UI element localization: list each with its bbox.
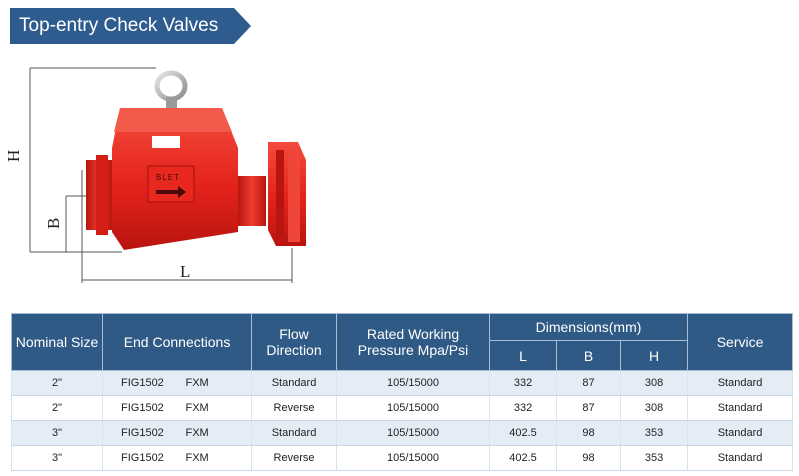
header-dim-b: B — [556, 340, 622, 371]
cell-flow: Reverse — [251, 445, 338, 471]
cell-pressure: 105/15000 — [336, 445, 491, 471]
cell-pressure: 105/15000 — [336, 420, 491, 446]
header-dimensions: Dimensions(mm) — [489, 313, 689, 341]
dimension-lines — [29, 67, 293, 283]
cell-pressure: 105/15000 — [336, 370, 491, 396]
cell-service: Standard — [687, 370, 794, 396]
page-title: Top-entry Check Valves — [19, 15, 219, 36]
dimension-l-label: L — [180, 262, 190, 281]
cell-dim-h: 308 — [620, 370, 689, 396]
cell-size: 3" — [11, 445, 103, 471]
cell-dim-b: 87 — [556, 395, 622, 421]
cell-end: FXM — [179, 395, 253, 421]
cell-end: FXM — [179, 420, 253, 446]
header-service: Service — [687, 313, 794, 371]
cell-dim-b: 87 — [556, 370, 622, 396]
table-row: 3" FIG1502 FXM Standard 105/15000 402.5 … — [11, 420, 794, 446]
valve-illustration: BLET — [86, 108, 306, 250]
dimension-b-label: B — [44, 218, 63, 229]
flow-arrow-icon — [156, 186, 186, 198]
header-nominal-size: Nominal Size — [11, 313, 103, 371]
cell-flow: Standard — [251, 420, 338, 446]
cell-end: FXM — [179, 445, 253, 471]
cell-dim-h: 308 — [620, 395, 689, 421]
valve-marking: BLET — [156, 173, 180, 182]
cell-dim-b: 98 — [556, 420, 622, 446]
cell-dim-b: 98 — [556, 445, 622, 471]
cell-flow: Standard — [251, 370, 338, 396]
cell-dim-l: 402.5 — [489, 445, 558, 471]
cell-dim-l: 332 — [489, 395, 558, 421]
cell-dim-h: 353 — [620, 445, 689, 471]
cell-fig: FIG1502 — [102, 420, 180, 446]
cell-service: Standard — [687, 420, 794, 446]
cell-size: 3" — [11, 420, 103, 446]
dimension-h-label: H — [4, 150, 23, 162]
cell-service: Standard — [687, 445, 794, 471]
cell-flow: Reverse — [251, 395, 338, 421]
cell-service: Standard — [687, 395, 794, 421]
header-end-connections: End Connections — [101, 313, 253, 371]
cell-fig: FIG1502 — [102, 395, 180, 421]
cell-size: 2" — [11, 395, 103, 421]
title-banner: Top-entry Check Valves — [10, 8, 251, 44]
cell-size: 2" — [11, 370, 103, 396]
header-rated-pressure: Rated Working Pressure Mpa/Psi — [336, 313, 491, 371]
header-dim-l: L — [489, 340, 558, 371]
cell-fig: FIG1502 — [102, 445, 180, 471]
table-row: 2" FIG1502 FXM Standard 105/15000 332 87… — [11, 370, 794, 396]
cell-dim-l: 402.5 — [489, 420, 558, 446]
lifting-eye — [154, 70, 188, 108]
cell-fig: FIG1502 — [102, 370, 180, 396]
cell-dim-h: 353 — [620, 420, 689, 446]
header-dim-h: H — [620, 340, 689, 371]
cell-pressure: 105/15000 — [336, 395, 491, 421]
cell-dim-l: 332 — [489, 370, 558, 396]
valve-dimension-diagram: H B L BLET — [4, 67, 306, 283]
table-row: 2" FIG1502 FXM Reverse 105/15000 332 87 … — [11, 395, 794, 421]
table-row: 3" FIG1502 FXM Reverse 105/15000 402.5 9… — [11, 445, 794, 471]
spec-table: Nominal Size End Connections Flow Direct… — [11, 313, 794, 471]
header-flow-direction: Flow Direction — [251, 313, 338, 371]
cell-end: FXM — [179, 370, 253, 396]
